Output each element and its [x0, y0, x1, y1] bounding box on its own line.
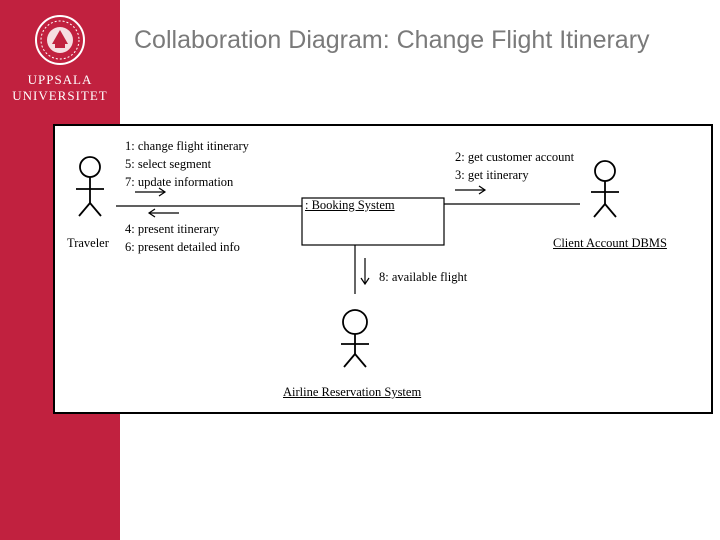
slide-title: Collaboration Diagram: Change Flight Iti… — [134, 26, 650, 54]
university-seal-icon — [35, 15, 85, 65]
message-8: 8: available flight — [379, 270, 468, 284]
client-account-actor-icon — [591, 160, 619, 218]
arrow-to-booking-icon — [135, 187, 167, 197]
header-band — [0, 0, 720, 120]
messages-to-airline: 8: available flight — [379, 268, 467, 286]
collaboration-diagram: 1: change flight itinerary 5: select seg… — [53, 124, 713, 414]
booking-system-box — [301, 197, 445, 246]
university-logo: UPPSALA UNIVERSITET — [0, 0, 120, 120]
messages-to-client: 2: get customer account 3: get itinerary — [455, 148, 574, 184]
message-3: 3: get itinerary — [455, 168, 529, 182]
diagram-canvas — [76, 156, 619, 368]
traveler-actor-icon — [76, 156, 104, 217]
message-7: 7: update information — [125, 175, 234, 189]
message-5: 5: select segment — [125, 157, 212, 171]
arrow-to-client-icon — [455, 185, 487, 195]
message-1: 1: change flight itinerary — [125, 139, 249, 153]
arrow-to-airline-icon — [360, 258, 370, 286]
client-account-label: Client Account DBMS — [553, 236, 667, 250]
message-6: 6: present detailed info — [125, 240, 240, 254]
logo-line-2: UNIVERSITET — [12, 88, 108, 103]
traveler-label: Traveler — [67, 236, 109, 250]
logo-line-1: UPPSALA — [27, 72, 93, 87]
booking-system-label: : Booking System — [305, 198, 395, 212]
message-2: 2: get customer account — [455, 150, 575, 164]
message-4: 4: present itinerary — [125, 222, 220, 236]
arrow-to-traveler-icon — [147, 208, 179, 218]
airline-system-label: Airline Reservation System — [283, 385, 422, 399]
airline-actor-icon — [341, 309, 369, 368]
messages-to-booking: 1: change flight itinerary 5: select seg… — [125, 137, 249, 191]
messages-to-traveler: 4: present itinerary 6: present detailed… — [125, 220, 240, 256]
